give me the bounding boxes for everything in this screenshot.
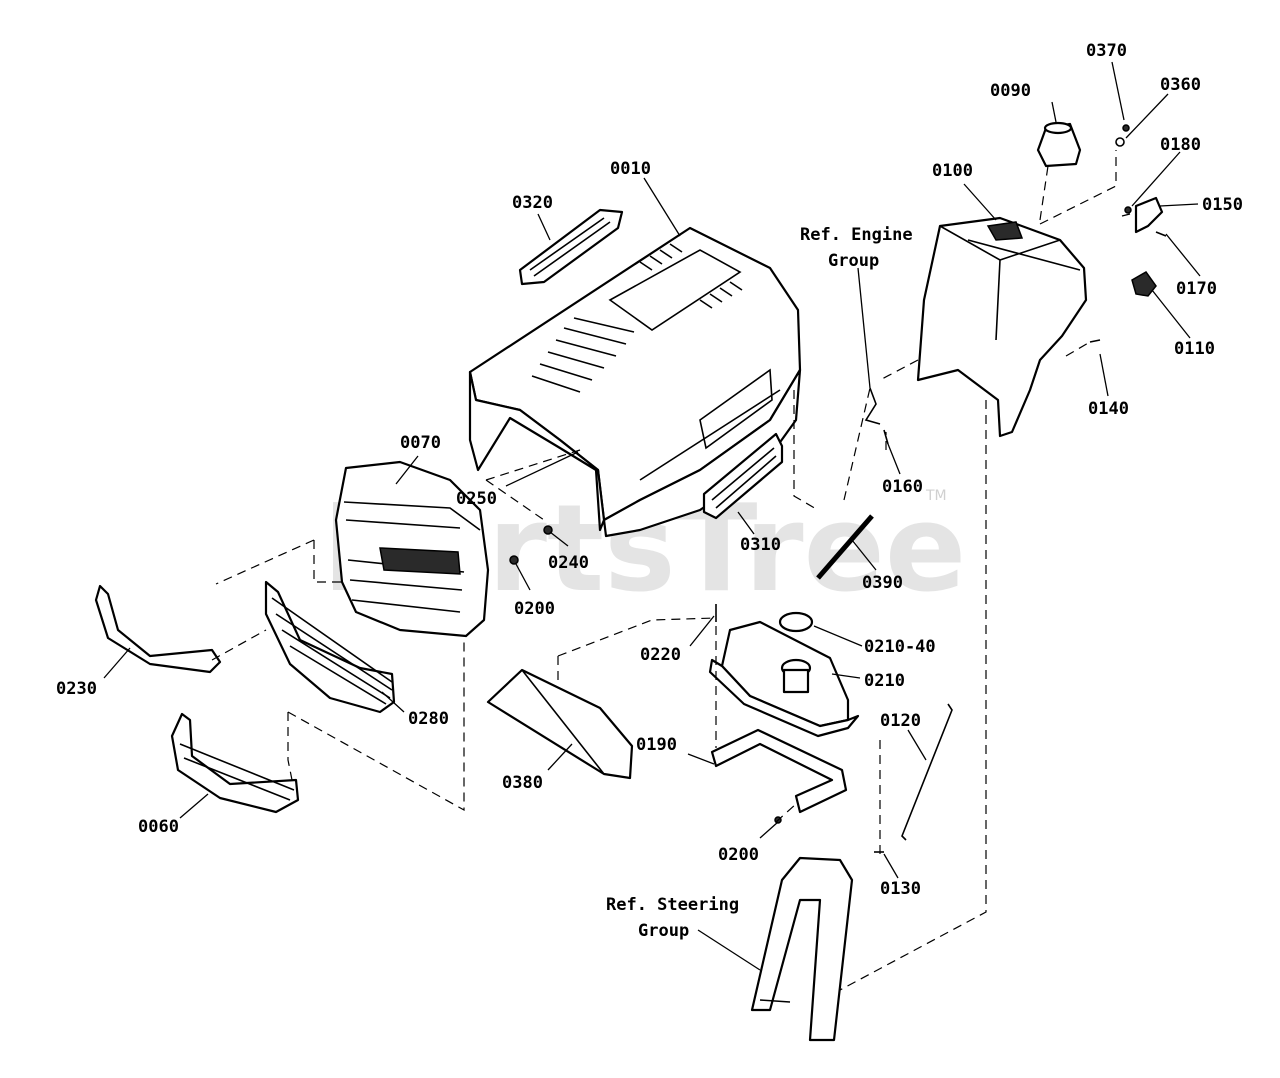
lower-grille-0060-part[interactable] (170, 712, 300, 814)
steering-column (750, 856, 854, 1042)
switch-0110-part[interactable] (1131, 271, 1157, 297)
label-0320[interactable]: 0320 (512, 193, 553, 213)
assembly-lines (211, 150, 1131, 991)
engine-linkage (864, 387, 881, 425)
label-0390[interactable]: 0390 (862, 573, 903, 593)
vent-0320-part[interactable] (518, 208, 624, 286)
hood-part[interactable] (468, 226, 802, 538)
label-0110[interactable]: 0110 (1174, 339, 1215, 359)
label-0200-lower[interactable]: 0200 (718, 845, 759, 865)
panel-0380-part[interactable] (486, 668, 634, 780)
label-0370[interactable]: 0370 (1086, 41, 1127, 61)
label-0220[interactable]: 0220 (640, 645, 681, 665)
label-0190[interactable]: 0190 (636, 735, 677, 755)
leader-lines (103, 61, 1201, 971)
ref-steering-group-line2[interactable]: Group (638, 921, 689, 941)
label-0230[interactable]: 0230 (56, 679, 97, 699)
bracket-0190-part[interactable] (710, 728, 848, 814)
ref-engine-group-line2[interactable]: Group (828, 251, 879, 271)
label-0100[interactable]: 0100 (932, 161, 973, 181)
label-0060[interactable]: 0060 (138, 817, 179, 837)
label-0240[interactable]: 0240 (548, 553, 589, 573)
label-0170[interactable]: 0170 (1176, 279, 1217, 299)
label-0090[interactable]: 0090 (990, 81, 1031, 101)
watermark-trademark: TM (925, 488, 947, 504)
label-0140[interactable]: 0140 (1088, 399, 1129, 419)
rod-0390-part[interactable] (816, 514, 874, 580)
label-0280[interactable]: 0280 (408, 709, 449, 729)
label-0210-40[interactable]: 0210-40 (864, 637, 936, 657)
label-0010[interactable]: 0010 (610, 159, 651, 179)
cap-0090-part[interactable] (1036, 121, 1082, 168)
label-0120[interactable]: 0120 (880, 711, 921, 731)
bracket-0150-part[interactable] (1134, 196, 1164, 234)
fuel-tank-0210-part[interactable] (708, 620, 860, 738)
label-0210[interactable]: 0210 (864, 671, 905, 691)
label-0130[interactable]: 0130 (880, 879, 921, 899)
hardware-screws (509, 124, 1167, 853)
label-0070[interactable]: 0070 (400, 433, 441, 453)
ref-engine-group-line1[interactable]: Ref. Engine (800, 225, 913, 245)
fuel-cap-0210-40-part[interactable] (778, 611, 814, 633)
label-0360[interactable]: 0360 (1160, 75, 1201, 95)
dash-0100-part[interactable] (916, 216, 1088, 438)
vent-0310-part[interactable] (702, 432, 784, 520)
label-0250[interactable]: 0250 (456, 489, 497, 509)
bumper-0230-part[interactable] (94, 584, 222, 674)
label-0380[interactable]: 0380 (502, 773, 543, 793)
nose-0070-part[interactable] (334, 460, 490, 638)
label-0200-upper[interactable]: 0200 (514, 599, 555, 619)
label-0150[interactable]: 0150 (1202, 195, 1243, 215)
rod-0120-part[interactable] (901, 703, 953, 841)
ref-steering-group-line1[interactable]: Ref. Steering (606, 895, 739, 915)
label-0180[interactable]: 0180 (1160, 135, 1201, 155)
label-0160[interactable]: 0160 (882, 477, 923, 497)
label-0310[interactable]: 0310 (740, 535, 781, 555)
grille-0280-part[interactable] (264, 580, 396, 714)
